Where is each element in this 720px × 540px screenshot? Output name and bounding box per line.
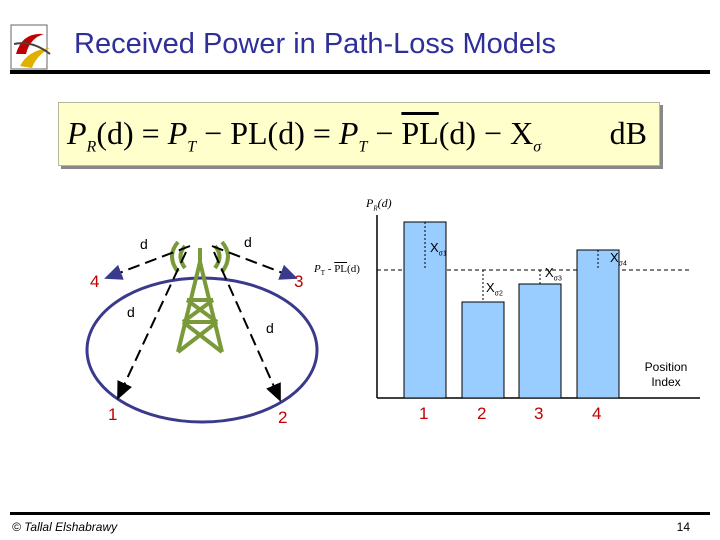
deviation-label-3: Xσ3	[545, 265, 562, 283]
deviation-markers	[425, 222, 598, 302]
chart-category-4: 4	[592, 404, 601, 424]
distance-label-2: d	[266, 320, 274, 336]
chart-category-1: 1	[419, 404, 428, 424]
distance-label-3: d	[244, 234, 252, 250]
deviation-label-1: Xσ1	[430, 240, 447, 258]
base-station-tower	[172, 242, 228, 352]
distance-label-4: d	[140, 236, 148, 252]
position-label-1: 1	[108, 405, 117, 425]
chart-threshold-label: PT - PL(d)	[314, 263, 360, 277]
chart-category-3: 3	[534, 404, 543, 424]
footer-rule	[10, 512, 710, 515]
deviation-label-2: Xσ2	[486, 280, 503, 298]
distance-label-1: d	[127, 304, 135, 320]
position-label-3: 3	[294, 272, 303, 292]
footer-copyright: © Tallal Elshabrawy	[12, 520, 117, 534]
bar-position-4	[577, 250, 619, 398]
chart-category-2: 2	[477, 404, 486, 424]
chart-y-axis-label: PR(d)	[366, 196, 392, 212]
position-label-2: 2	[278, 408, 287, 428]
page-number: 14	[677, 520, 690, 534]
position-label-4: 4	[90, 272, 99, 292]
bar-position-3	[519, 284, 561, 398]
deviation-label-4: Xσ4	[610, 250, 627, 268]
bar-position-2	[462, 302, 504, 398]
